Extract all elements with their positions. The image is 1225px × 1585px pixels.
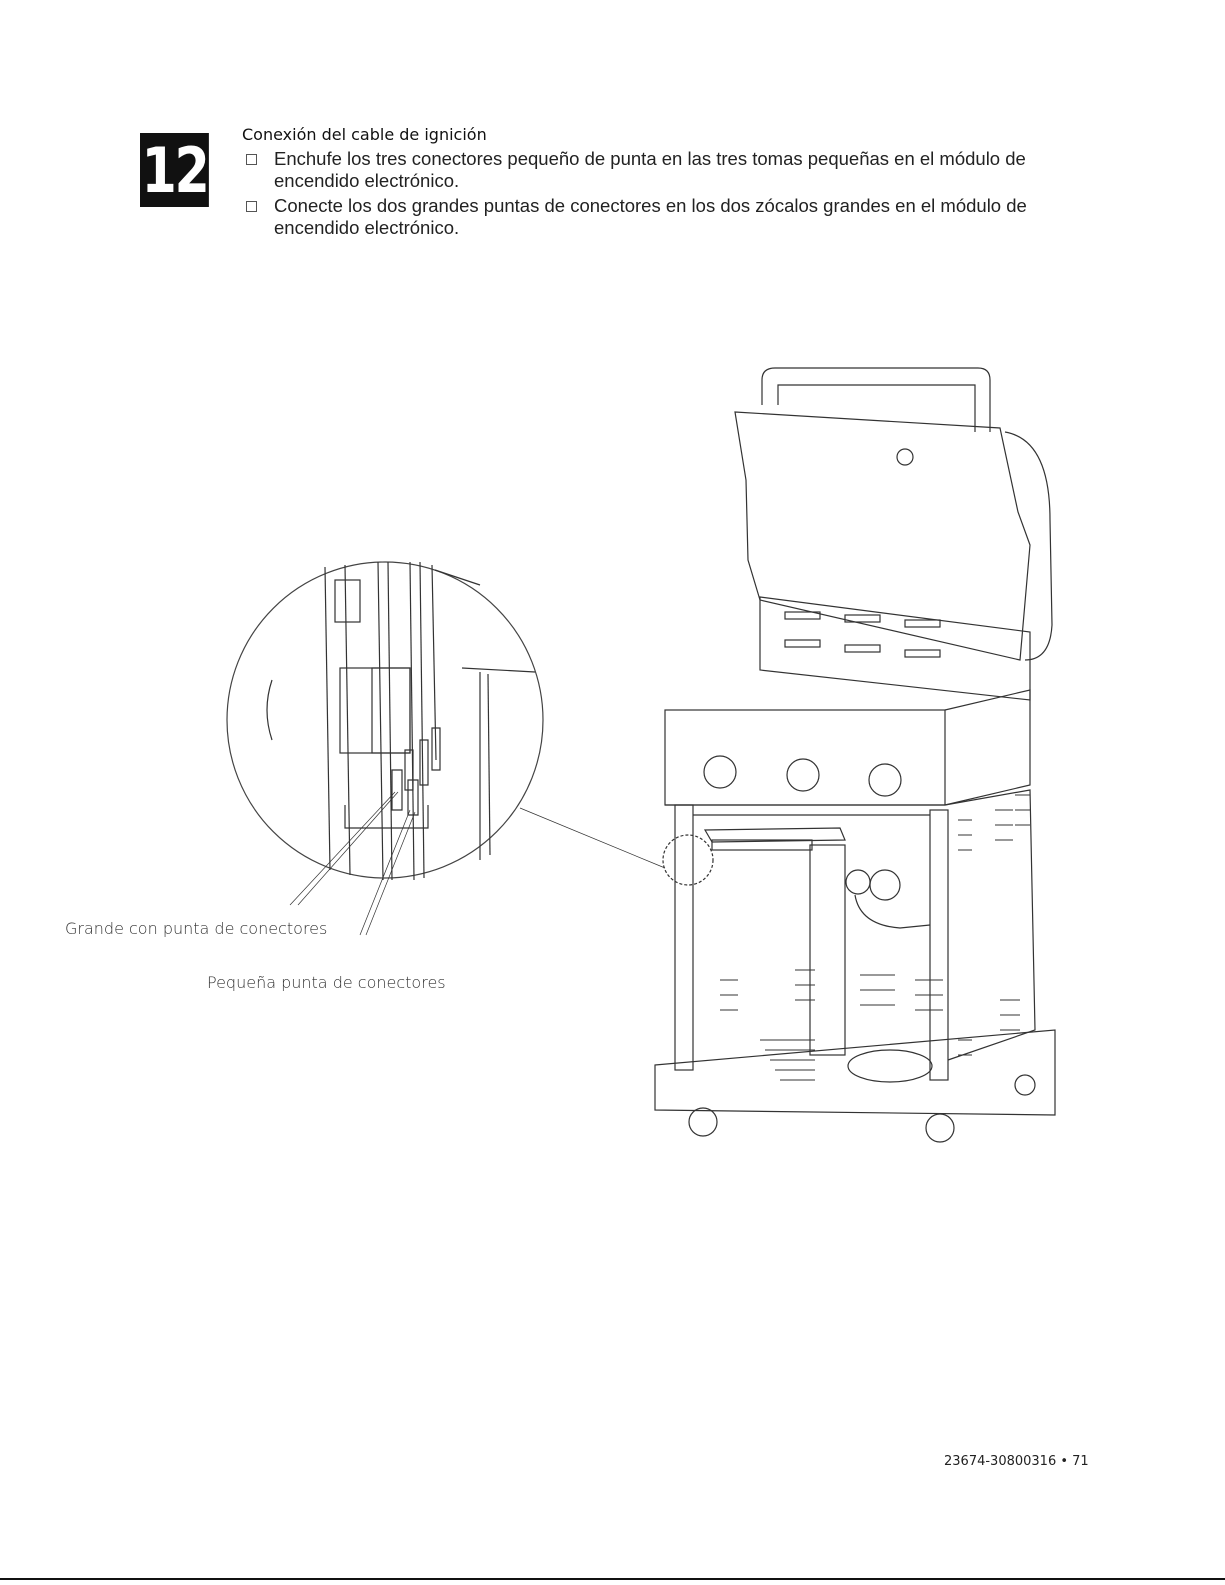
detail-zoom-circle xyxy=(226,561,544,881)
step-title: Conexión del cable de ignición xyxy=(242,125,487,144)
checkbox-icon xyxy=(246,154,257,165)
instruction-list: Enchufe los tres conectores pequeño de p… xyxy=(242,148,1042,242)
callout-large-connectors: Grande con punta de conectores xyxy=(65,919,328,938)
instruction-text: Enchufe los tres conectores pequeño de p… xyxy=(274,148,1026,191)
grill-drawing xyxy=(654,367,1056,1143)
instruction-item: Enchufe los tres conectores pequeño de p… xyxy=(242,148,1042,192)
instruction-item: Conecte los dos grandes puntas de conect… xyxy=(242,195,1042,239)
callout-leader-lines xyxy=(289,791,666,936)
page-bottom-rule xyxy=(0,1578,1225,1580)
callout-small-connectors: Pequeña punta de conectores xyxy=(207,973,446,992)
page-footer: 23674-30800316 • 71 xyxy=(944,1454,1089,1469)
instruction-text: Conecte los dos grandes puntas de conect… xyxy=(274,195,1027,238)
checkbox-icon xyxy=(246,201,257,212)
step-number-badge: 12 xyxy=(140,133,210,207)
